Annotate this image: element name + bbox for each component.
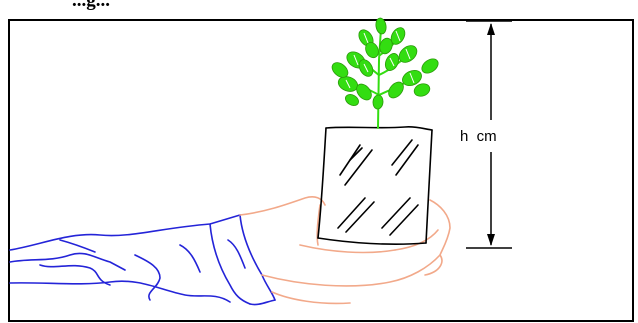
diagram-frame [9,20,633,321]
hand-drawing [240,197,450,304]
height-label: h cm [460,128,497,145]
seedling-stem [350,28,410,128]
arrow-down-icon [487,234,495,246]
arrow-up-icon [487,23,495,35]
sleeve-drawing [10,215,275,305]
pot-drawing [318,127,432,244]
seedling-leaves [329,17,441,109]
